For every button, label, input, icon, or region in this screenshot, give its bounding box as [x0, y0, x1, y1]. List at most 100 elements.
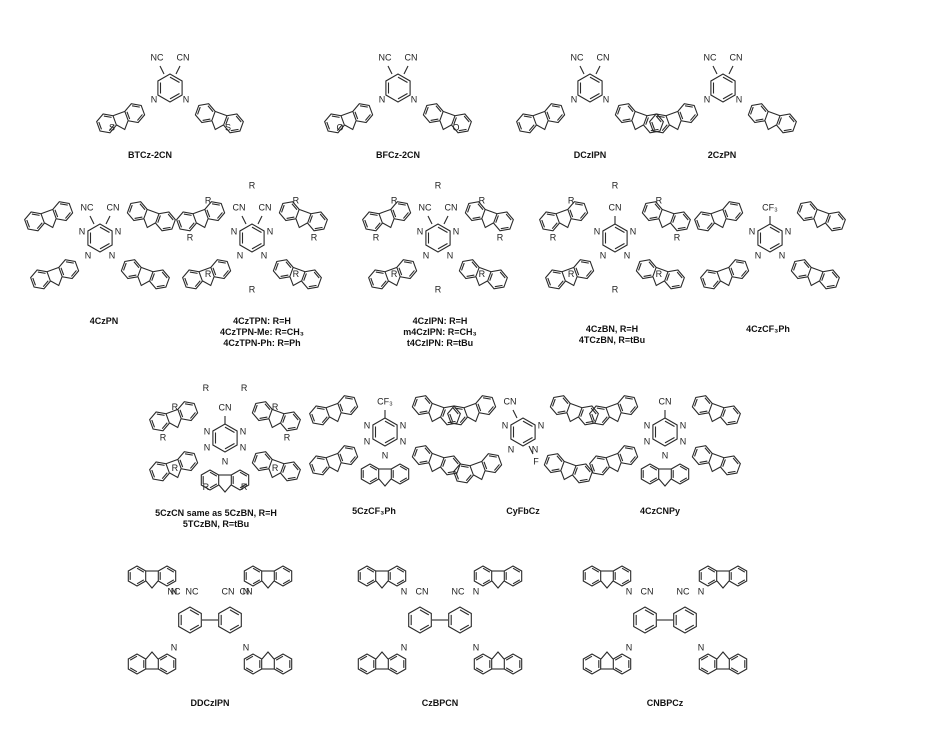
double-bond — [644, 624, 655, 631]
double-bond — [701, 213, 710, 216]
double-bond — [643, 274, 652, 277]
carbazole-ring-left — [278, 201, 300, 222]
carbazole-ring-left — [324, 113, 346, 134]
cyano-label: CN — [259, 202, 272, 212]
carbazole-ring-left — [516, 113, 538, 134]
double-bond — [384, 437, 395, 444]
carbazole-ring-left — [96, 113, 118, 134]
double-bond — [700, 655, 709, 661]
carbazole-unit — [641, 201, 691, 232]
double-bond — [467, 204, 471, 213]
double-bond — [311, 413, 315, 422]
double-bond — [649, 465, 658, 471]
carbazole-unit — [582, 651, 632, 675]
carbazole-ring-left — [539, 211, 561, 232]
single-bond — [556, 208, 568, 215]
pyrrole-ring — [428, 412, 441, 423]
double-bond — [614, 243, 625, 250]
pyrrole-ring — [439, 120, 452, 131]
double-bond — [500, 226, 509, 230]
carbazole-ring-left — [194, 103, 216, 124]
compound-label: t4CzIPN: R=tBu — [407, 338, 473, 348]
pyrrole-ring — [714, 218, 727, 229]
double-bond — [664, 437, 675, 444]
cyano-label: NC — [571, 52, 584, 62]
nitrogen-label: N — [662, 450, 669, 460]
double-bond — [648, 261, 655, 269]
compound-label: 4CzBN, R=H — [586, 324, 638, 334]
carbazole-unit — [640, 463, 690, 487]
double-bond — [159, 667, 168, 673]
pyrrole-ring — [560, 470, 573, 481]
double-bond — [769, 226, 780, 233]
double-bond — [435, 105, 442, 113]
carbazole-unit — [545, 259, 595, 290]
single-bond — [432, 402, 444, 409]
double-bond — [166, 579, 175, 585]
double-bond — [264, 453, 271, 461]
single-bond — [175, 65, 181, 75]
single-bond — [606, 402, 618, 409]
double-bond — [282, 579, 291, 585]
single-bond — [811, 266, 823, 273]
compound-label: DDCzIPN — [190, 698, 229, 708]
compound-label: 4CzTPN-Me: R=CH₃ — [220, 327, 304, 337]
fluorine-label: F — [533, 456, 539, 466]
pyrrole-ring — [50, 276, 63, 287]
double-bond — [562, 397, 569, 405]
double-bond — [699, 460, 708, 463]
cyano-label: CN — [240, 586, 253, 596]
double-bond — [676, 271, 683, 279]
double-bond — [136, 567, 145, 573]
double-bond — [103, 115, 112, 118]
double-bond — [397, 203, 406, 206]
double-bond — [551, 105, 560, 108]
double-bond — [832, 226, 841, 230]
r-substituent-label: R — [612, 284, 619, 294]
double-bond — [671, 284, 680, 288]
core-ring-right — [448, 606, 472, 634]
nitrogen-label: N — [785, 226, 792, 236]
double-bond — [252, 567, 261, 573]
compound-label: CyFbCz — [506, 506, 540, 516]
double-bond — [419, 624, 430, 631]
r-substituent-label: R — [172, 463, 179, 473]
carbazole-unit — [453, 453, 503, 484]
pyrrole-ring — [378, 478, 392, 487]
single-bond — [257, 215, 263, 225]
nitrogen-label: N — [538, 420, 545, 430]
double-bond — [178, 219, 182, 228]
carbazole-ring-left — [694, 211, 716, 232]
single-bond — [199, 266, 211, 273]
pyrrole-ring — [382, 218, 395, 229]
double-bond — [359, 655, 368, 661]
double-bond — [442, 409, 446, 417]
compound-label: 4CzTPN-Ph: R=Ph — [223, 338, 300, 348]
carbazole-ring-right — [396, 259, 418, 280]
nitrogen-label: N — [240, 426, 247, 436]
nitrogen-label: N — [571, 94, 578, 104]
double-bond — [638, 262, 642, 271]
nitrogen-label: N — [423, 250, 430, 260]
double-bond — [827, 215, 831, 223]
double-bond — [229, 609, 240, 616]
r-substituent-label: R — [479, 196, 486, 206]
double-bond — [650, 128, 659, 132]
r-substituent-label: R — [249, 180, 256, 190]
double-bond — [522, 420, 533, 427]
double-bond — [459, 609, 470, 616]
double-bond — [239, 483, 248, 489]
double-bond — [179, 409, 184, 418]
single-bond — [41, 208, 53, 215]
single-bond — [427, 215, 433, 225]
double-bond — [649, 216, 658, 219]
carbazole-ring-right — [230, 469, 250, 491]
double-bond — [285, 261, 292, 269]
cyano-label: CN — [219, 402, 232, 412]
compound-label: 5TCzBN, R=tBu — [183, 519, 249, 529]
carbazole-ring-right — [148, 269, 170, 290]
double-bond — [584, 465, 591, 473]
carbazole-unit — [614, 103, 664, 134]
